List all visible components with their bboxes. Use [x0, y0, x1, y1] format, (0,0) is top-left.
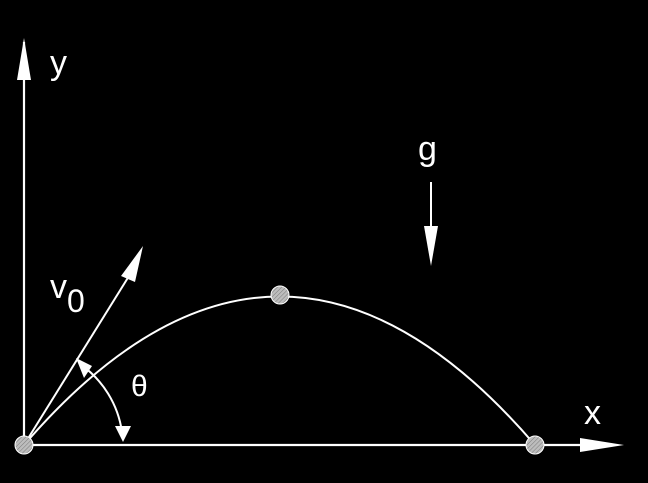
gravity-arrowhead: [424, 226, 438, 266]
apex-point: [270, 285, 290, 305]
angle-arc-arrowhead-end: [115, 426, 131, 442]
velocity-arrowhead: [121, 246, 143, 282]
y-axis: [17, 38, 31, 445]
y-axis-arrowhead: [17, 38, 31, 80]
x-axis-label: x: [584, 394, 601, 432]
landing-point: [525, 435, 545, 455]
gravity-label: g: [418, 130, 437, 168]
x-axis: [24, 438, 624, 452]
angle-arc-arrowhead-start: [76, 358, 92, 378]
x-axis-arrowhead: [580, 438, 624, 452]
angle-arc: [76, 358, 131, 442]
velocity-label: v0: [50, 268, 85, 319]
launch-point: [14, 435, 34, 455]
gravity-vector: [424, 182, 438, 266]
velocity-vector: [23, 246, 143, 446]
y-axis-label: y: [50, 44, 67, 82]
angle-label: θ: [131, 370, 148, 403]
velocity-subscript: 0: [67, 283, 85, 319]
trajectory-curve: [23, 295, 536, 446]
velocity-symbol: v: [50, 268, 67, 306]
